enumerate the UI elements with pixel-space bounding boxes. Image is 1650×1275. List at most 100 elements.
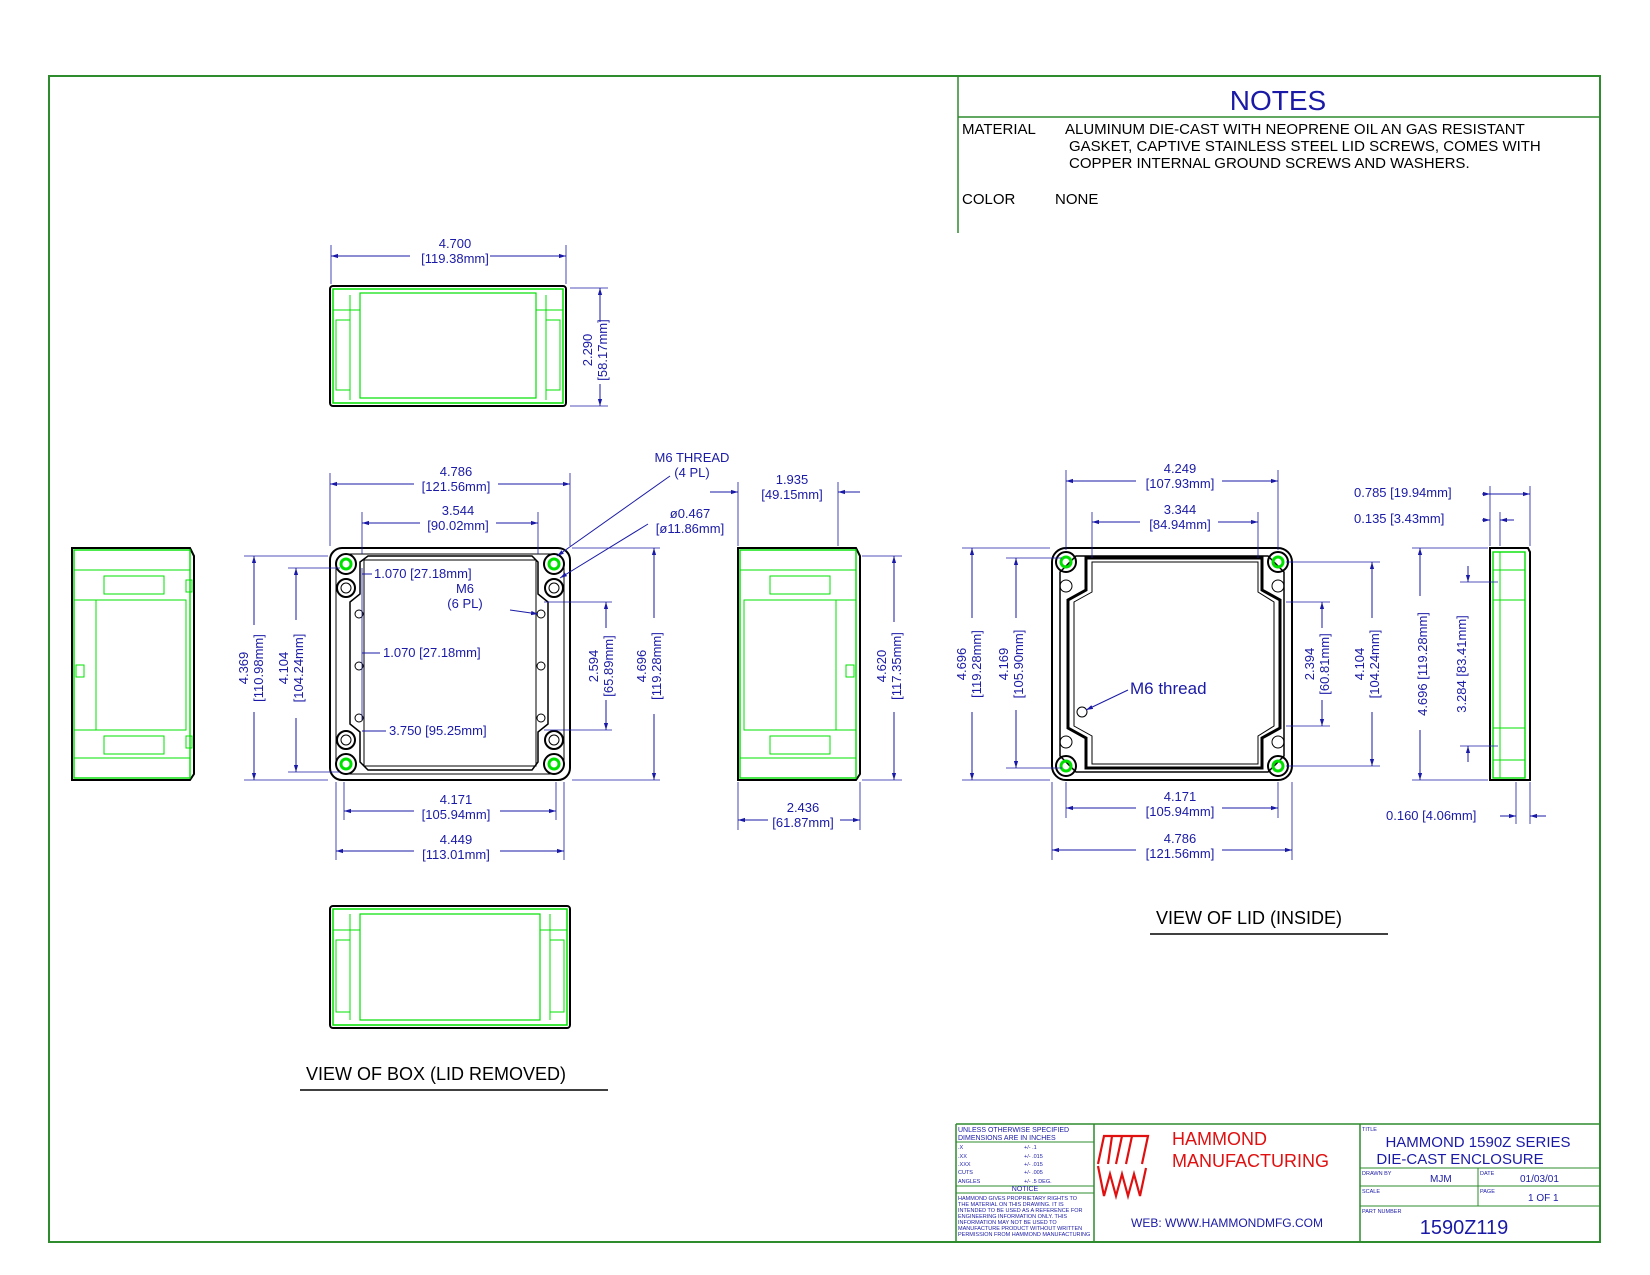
- svg-text:CUTS: CUTS: [958, 1170, 973, 1176]
- svg-text:3.750 [95.25mm]: 3.750 [95.25mm]: [389, 723, 487, 738]
- dim-lid-width: 4.249 [107.93mm]: [1065, 461, 1279, 550]
- svg-text:.X: .X: [958, 1145, 964, 1151]
- svg-text:[49.15mm]: [49.15mm]: [761, 487, 822, 502]
- dim-lid-side-4696: 4.696 [119.28mm]: [1412, 547, 1488, 781]
- svg-text:4.449: 4.449: [440, 832, 473, 847]
- callout-m6-6pl: M6 (6 PL): [447, 581, 539, 616]
- svg-text:4.104: 4.104: [1352, 648, 1367, 681]
- svg-text:DATE: DATE: [1480, 1171, 1495, 1177]
- drawing-date: 01/03/01: [1520, 1174, 1559, 1185]
- svg-text:[117.35mm]: [117.35mm]: [889, 632, 904, 700]
- svg-text:4.249: 4.249: [1164, 461, 1197, 476]
- svg-text:DIMENSIONS ARE IN INCHES: DIMENSIONS ARE IN INCHES: [958, 1135, 1056, 1142]
- callout-diameter: ø0.467 [ø11.86mm]: [559, 506, 724, 579]
- callout-lid-thread: M6 thread: [1085, 679, 1207, 711]
- svg-text:[ø11.86mm]: [ø11.86mm]: [656, 521, 724, 536]
- svg-text:ø0.467: ø0.467: [670, 506, 710, 521]
- svg-text:.XXX: .XXX: [958, 1162, 971, 1168]
- title-block: [955, 1123, 1600, 1242]
- svg-text:[121.56mm]: [121.56mm]: [422, 479, 491, 494]
- dim-lid-side-3284: 3.284 [83.41mm]: [1454, 566, 1498, 762]
- dim-lid-bottom-4786: 4.786 [121.56mm]: [1051, 782, 1293, 861]
- dim-lid-side-0135: 0.135 [3.43mm]: [1354, 511, 1514, 546]
- svg-text:+/- .015: +/- .015: [1024, 1154, 1043, 1160]
- svg-text:M6 thread: M6 thread: [1130, 679, 1207, 698]
- notes-block: NOTES MATERIAL ALUMINUM DIE-CAST WITH NE…: [957, 76, 1600, 233]
- svg-text:+/- .1: +/- .1: [1024, 1145, 1037, 1151]
- page-number: 1 OF 1: [1528, 1193, 1559, 1204]
- dim-box-bottom-4449: 4.449 [113.01mm]: [335, 782, 565, 862]
- dim-lid-inner-width: 3.344 [84.94mm]: [1091, 502, 1259, 558]
- svg-text:4.786: 4.786: [1164, 831, 1197, 846]
- svg-text:[119.28mm]: [119.28mm]: [969, 630, 984, 698]
- callout-m6-thread: M6 THREAD (4 PL): [556, 450, 730, 557]
- svg-text:3.544: 3.544: [442, 503, 475, 518]
- dim-box-height-4104: 4.104 [104.24mm]: [276, 567, 340, 773]
- svg-text:[61.87mm]: [61.87mm]: [772, 815, 833, 830]
- dim-top-width: 4.700 [119.38mm]: [330, 236, 567, 284]
- svg-text:0.160 [4.06mm]: 0.160 [4.06mm]: [1386, 808, 1476, 823]
- svg-text:4.786: 4.786: [440, 464, 473, 479]
- dim-side-height-4620: 4.620 [117.35mm]: [862, 555, 904, 781]
- company-name-1: HAMMOND: [1172, 1129, 1267, 1149]
- dim-lid-side-0160: 0.160 [4.06mm]: [1386, 782, 1546, 824]
- svg-text:1.935: 1.935: [776, 472, 809, 487]
- svg-text:+/- .5 DEG.: +/- .5 DEG.: [1024, 1179, 1052, 1185]
- svg-text:0.135 [3.43mm]: 0.135 [3.43mm]: [1354, 511, 1444, 526]
- notice-text: HAMMOND GIVES PROPRIETARY RIGHTS TO THE …: [958, 1196, 1090, 1238]
- dim-offset-3: 3.750 [95.25mm]: [362, 723, 487, 738]
- dim-box-inner-width: 3.544 [90.02mm]: [361, 503, 539, 554]
- dim-lid-height-4169: 4.169 [105.90mm]: [996, 557, 1062, 769]
- svg-text:[105.94mm]: [105.94mm]: [422, 807, 491, 822]
- svg-text:[119.28mm]: [119.28mm]: [649, 632, 664, 700]
- svg-text:1.070 [27.18mm]: 1.070 [27.18mm]: [374, 566, 472, 581]
- drawn-by: MJM: [1430, 1174, 1452, 1185]
- svg-text:MANUFACTURE PRODUCT WITHOUT WR: MANUFACTURE PRODUCT WITHOUT WRITTEN: [958, 1226, 1082, 1232]
- svg-text:DRAWN BY: DRAWN BY: [1362, 1171, 1392, 1177]
- svg-text:4.104: 4.104: [276, 652, 291, 685]
- dim-side-depth: 1.935 [49.15mm]: [710, 472, 860, 546]
- svg-text:ANGLES: ANGLES: [958, 1179, 981, 1185]
- dim-lid-height-2394: 2.394 [60.81mm]: [1286, 601, 1332, 727]
- svg-text:[121.56mm]: [121.56mm]: [1146, 846, 1215, 861]
- svg-text:M6 THREAD: M6 THREAD: [655, 450, 730, 465]
- svg-text:INTENDED TO BE USED AS A REFER: INTENDED TO BE USED AS A REFERENCE FOR: [958, 1208, 1083, 1214]
- svg-text:[107.93mm]: [107.93mm]: [1146, 476, 1215, 491]
- corner-hole-bl: [335, 753, 357, 775]
- color-value: NONE: [1055, 191, 1098, 208]
- dim-lid-bottom-4171: 4.171 [105.94mm]: [1065, 782, 1279, 819]
- box-top-view: [329, 285, 567, 407]
- svg-text:4.700: 4.700: [439, 236, 472, 251]
- dim-lid-height-4696: 4.696 [119.28mm]: [954, 547, 1050, 781]
- svg-text:2.290: 2.290: [580, 334, 595, 367]
- svg-text:4.171: 4.171: [1164, 789, 1197, 804]
- svg-text:M6: M6: [456, 581, 474, 596]
- company-name-2: MANUFACTURING: [1172, 1151, 1329, 1171]
- svg-text:[105.90mm]: [105.90mm]: [1011, 630, 1026, 699]
- notice-title: NOTICE: [1012, 1186, 1039, 1193]
- color-label: COLOR: [962, 191, 1016, 208]
- svg-text:ENGINEERING INFORMATION ONLY.: ENGINEERING INFORMATION ONLY. THIS: [958, 1214, 1067, 1220]
- svg-text:SCALE: SCALE: [1362, 1189, 1380, 1195]
- part-number: 1590Z119: [1420, 1217, 1509, 1239]
- dim-top-height: 2.290 [58.17mm]: [570, 287, 610, 407]
- dim-lid-side-0785: 0.785 [19.94mm]: [1354, 485, 1531, 546]
- svg-text:(4 PL): (4 PL): [674, 465, 709, 480]
- material-label: MATERIAL: [962, 121, 1036, 138]
- svg-text:INFORMATION MAY NOT BE USED TO: INFORMATION MAY NOT BE USED TO: [958, 1220, 1057, 1226]
- svg-text:[84.94mm]: [84.94mm]: [1149, 517, 1210, 532]
- corner-hole-br: [543, 753, 565, 775]
- dim-box-height-2594: 2.594 [65.89mm]: [544, 601, 616, 731]
- drawing-title-1: HAMMOND 1590Z SERIES: [1385, 1134, 1570, 1151]
- dim-offset-2: 1.070 [27.18mm]: [362, 645, 481, 660]
- svg-text:.XX: .XX: [958, 1154, 967, 1160]
- svg-text:PERMISSION FROM HAMMOND MANUFA: PERMISSION FROM HAMMOND MANUFACTURING: [958, 1232, 1090, 1238]
- notes-title: NOTES: [1230, 85, 1326, 116]
- box-right-side-view: [737, 547, 861, 781]
- svg-text:THE MATERIAL ON THIS DRAWING.: THE MATERIAL ON THIS DRAWING. IT IS: [958, 1202, 1064, 1208]
- svg-text:[90.02mm]: [90.02mm]: [427, 518, 488, 533]
- svg-text:3.344: 3.344: [1164, 502, 1197, 517]
- svg-text:(6 PL): (6 PL): [447, 596, 482, 611]
- svg-text:UNLESS OTHERWISE SPECIFIED: UNLESS OTHERWISE SPECIFIED: [958, 1127, 1069, 1134]
- svg-text:+/- .005: +/- .005: [1024, 1170, 1043, 1176]
